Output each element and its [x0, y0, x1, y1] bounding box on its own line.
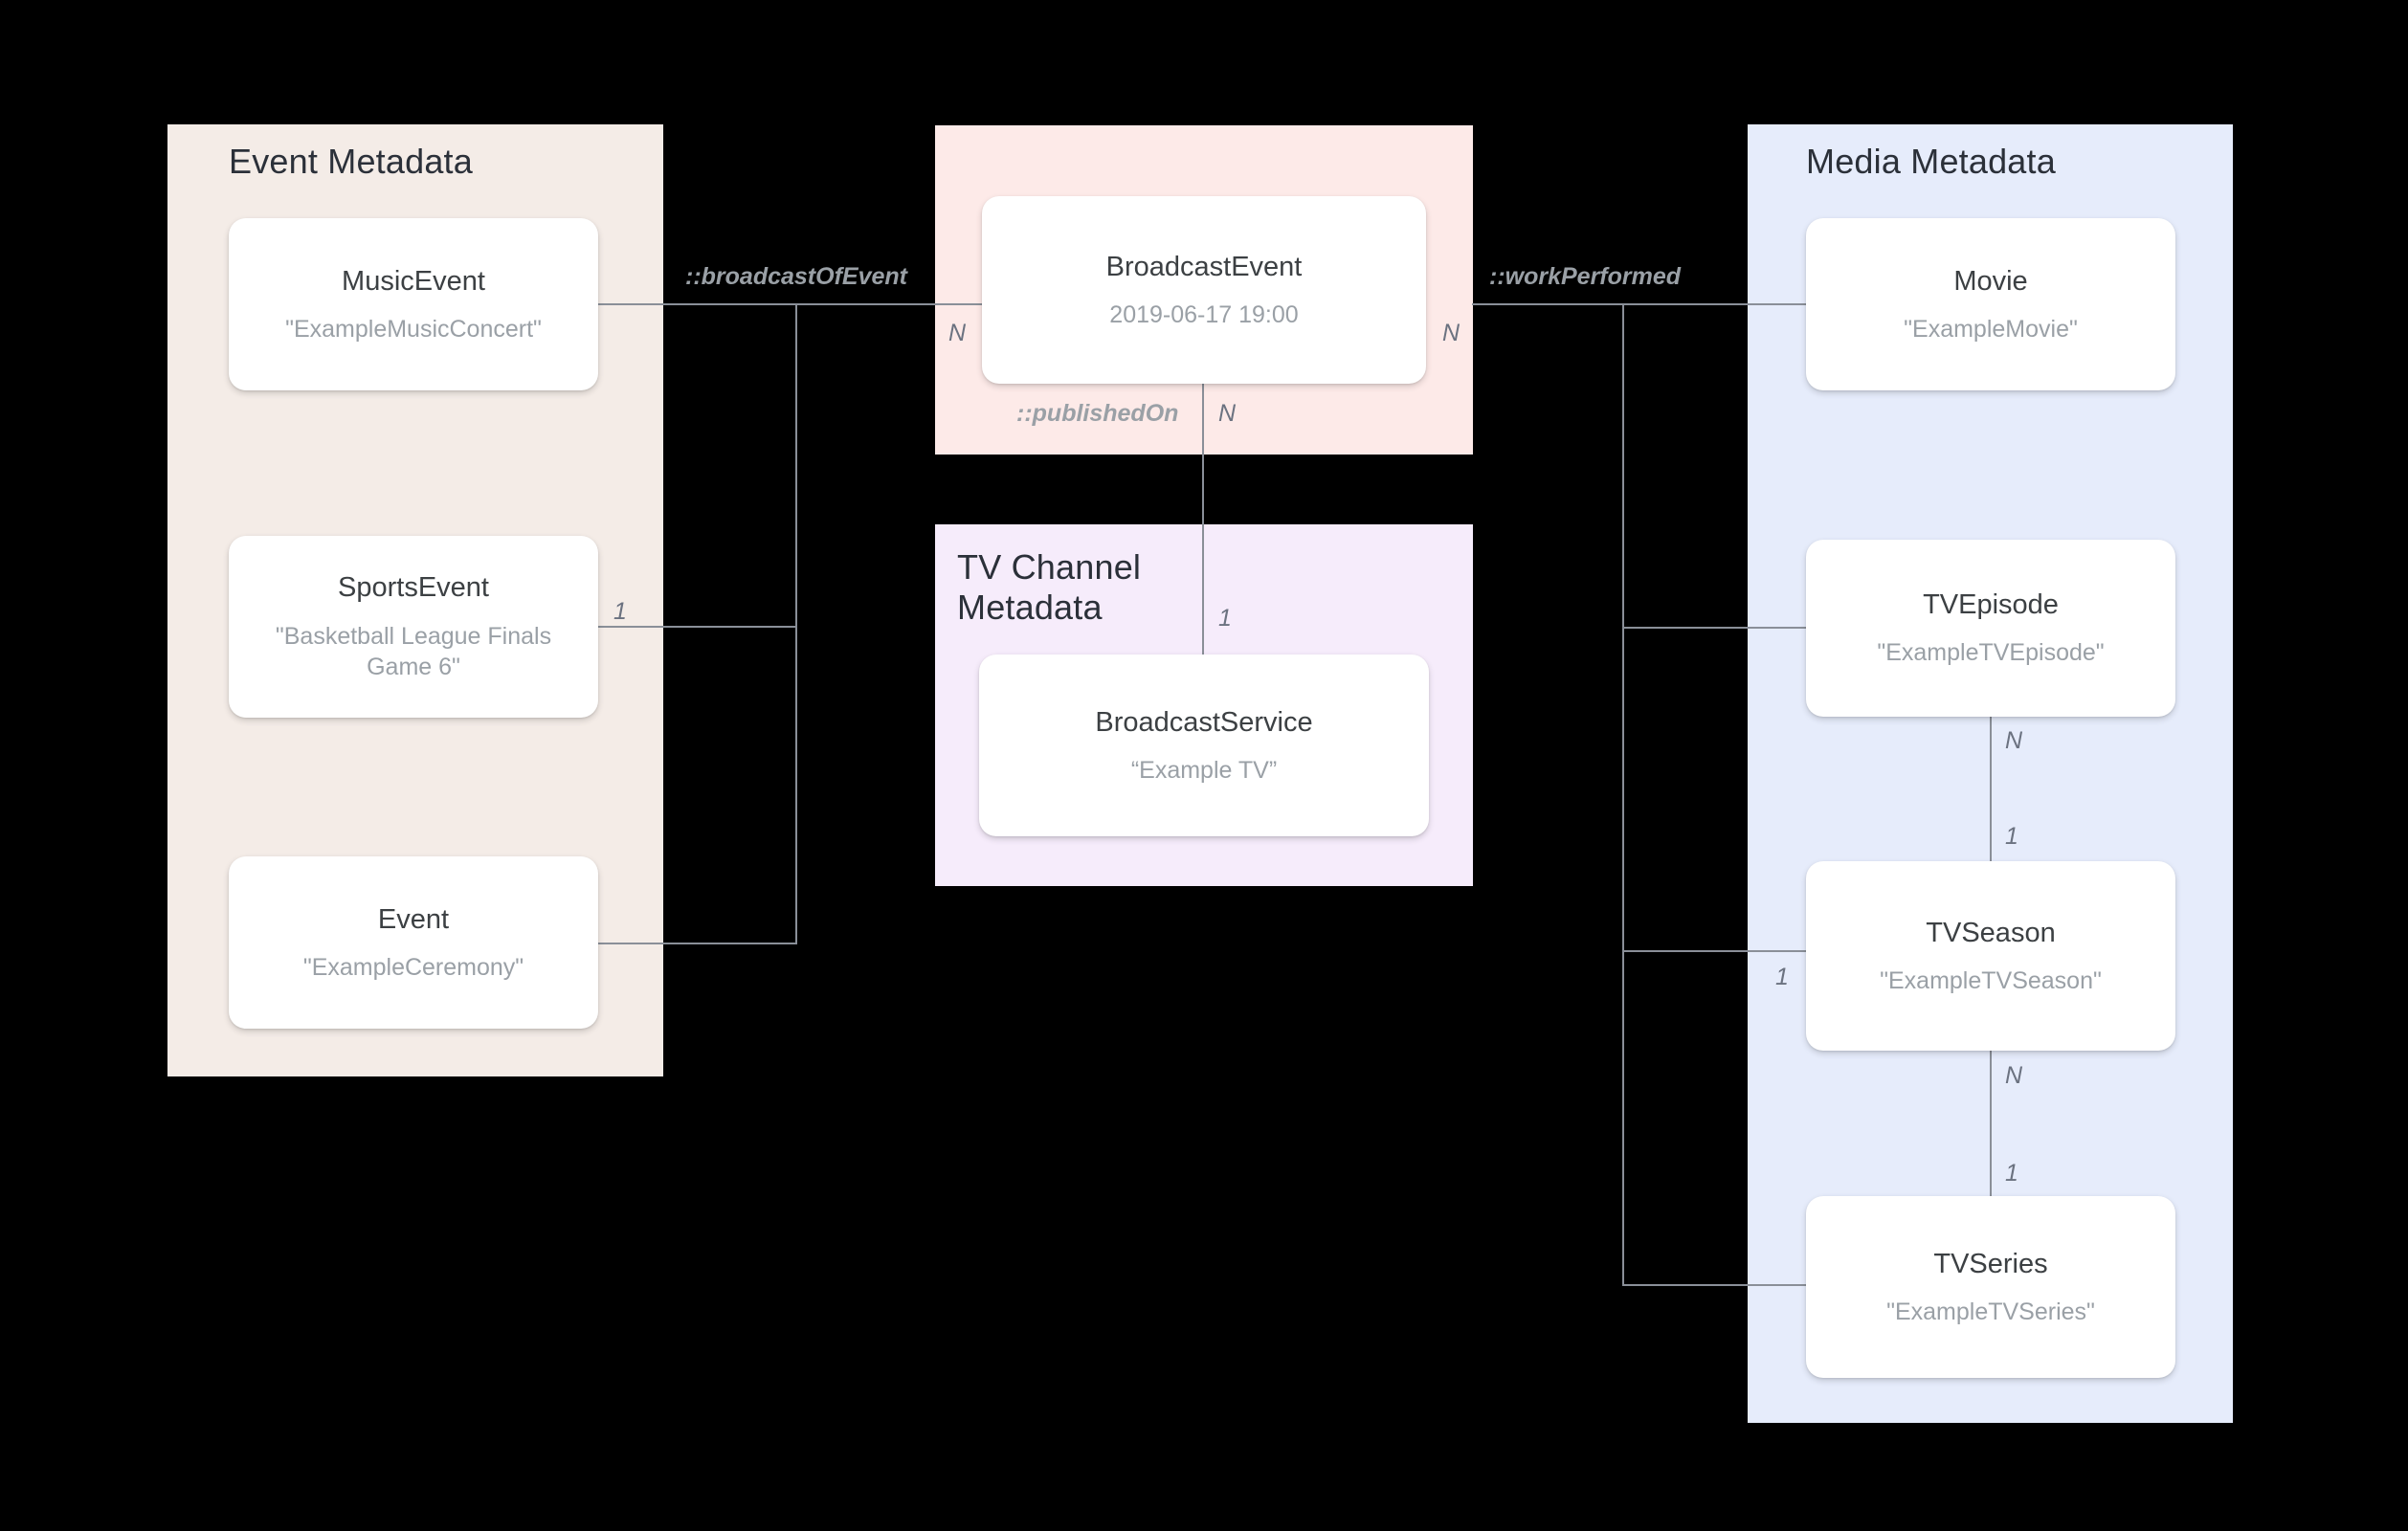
cardinality-broadcast-event-right-n: N [1442, 320, 1460, 346]
entity-name: TVSeries [1933, 1248, 2048, 1279]
entity-value: "Basketball League Finals Game 6" [275, 622, 552, 681]
entity-name: SportsEvent [338, 572, 489, 604]
edge-movie-branch [1622, 303, 1814, 305]
edge-tv-series-branch [1622, 1284, 1814, 1286]
entity-value: "ExampleTVEpisode" [1877, 639, 2105, 667]
cardinality-sports-event-one: 1 [613, 598, 627, 625]
entity-value: "ExampleMusicConcert" [285, 315, 542, 343]
relationship-label-broadcast-of-event: ::broadcastOfEvent [685, 263, 907, 290]
entity-card-tv-season[interactable]: TVSeason "ExampleTVSeason" [1806, 861, 2175, 1051]
relationship-label-work-performed: ::workPerformed [1489, 263, 1682, 290]
entity-card-sports-event[interactable]: SportsEvent "Basketball League Finals Ga… [229, 536, 598, 718]
cardinality-media-group-one: 1 [1775, 964, 1789, 990]
entity-name: Event [377, 903, 450, 935]
cardinality-broadcast-event-bottom-n: N [1218, 400, 1237, 427]
edge-tv-season-branch [1622, 950, 1814, 952]
entity-card-tv-episode[interactable]: TVEpisode "ExampleTVEpisode" [1806, 540, 2175, 717]
entity-value: "ExampleTVSeason" [1880, 966, 2102, 994]
entity-card-tv-series[interactable]: TVSeries "ExampleTVSeries" [1806, 1196, 2175, 1378]
edge-episode-season [1990, 716, 1992, 861]
edge-event-branch [598, 943, 797, 944]
cardinality-tv-season-one-top: 1 [2005, 823, 2018, 850]
entity-name: BroadcastEvent [1105, 251, 1303, 282]
relationship-label-published-on: ::publishedOn [1016, 400, 1179, 427]
group-title-media-metadata: Media Metadata [1806, 142, 2056, 181]
entity-card-event[interactable]: Event "ExampleCeremony" [229, 856, 598, 1029]
entity-name: TVSeason [1926, 917, 2056, 948]
entity-value: “Example TV” [1130, 756, 1278, 784]
entity-card-broadcast-service[interactable]: BroadcastService “Example TV” [979, 655, 1429, 836]
entity-name: TVEpisode [1923, 589, 2059, 621]
edge-broadcast-of-event-riser [795, 303, 797, 943]
entity-name: MusicEvent [342, 265, 485, 297]
edge-season-series [1990, 1051, 1992, 1196]
edge-published-on [1202, 383, 1204, 655]
edge-tv-episode-branch [1622, 627, 1814, 629]
entity-name: BroadcastService [1095, 706, 1313, 738]
cardinality-tv-episode-n: N [2005, 727, 2023, 754]
edge-broadcast-of-event-stub [796, 303, 982, 305]
entity-card-broadcast-event[interactable]: BroadcastEvent 2019-06-17 19:00 [982, 196, 1426, 384]
edge-work-performed-stub [1472, 303, 1623, 305]
cardinality-tv-series-one: 1 [2005, 1160, 2018, 1187]
entity-card-music-event[interactable]: MusicEvent "ExampleMusicConcert" [229, 218, 598, 390]
edge-sports-event-branch [598, 626, 797, 628]
edge-work-performed-riser [1622, 303, 1624, 1285]
group-title-event-metadata: Event Metadata [229, 142, 473, 181]
entity-value: 2019-06-17 19:00 [1109, 300, 1299, 328]
entity-value: "ExampleMovie" [1904, 315, 2078, 343]
entity-value: "ExampleTVSeries" [1886, 1298, 2095, 1325]
entity-value: "ExampleCeremony" [302, 953, 524, 981]
cardinality-tv-season-n: N [2005, 1062, 2023, 1089]
cardinality-broadcast-event-left-n: N [948, 320, 967, 346]
entity-card-movie[interactable]: Movie "ExampleMovie" [1806, 218, 2175, 390]
group-title-tv-channel-metadata: TV Channel Metadata [957, 547, 1142, 628]
edge-music-event-branch [598, 303, 797, 305]
cardinality-broadcast-service-one: 1 [1218, 605, 1232, 632]
entity-name: Movie [1953, 265, 2028, 297]
